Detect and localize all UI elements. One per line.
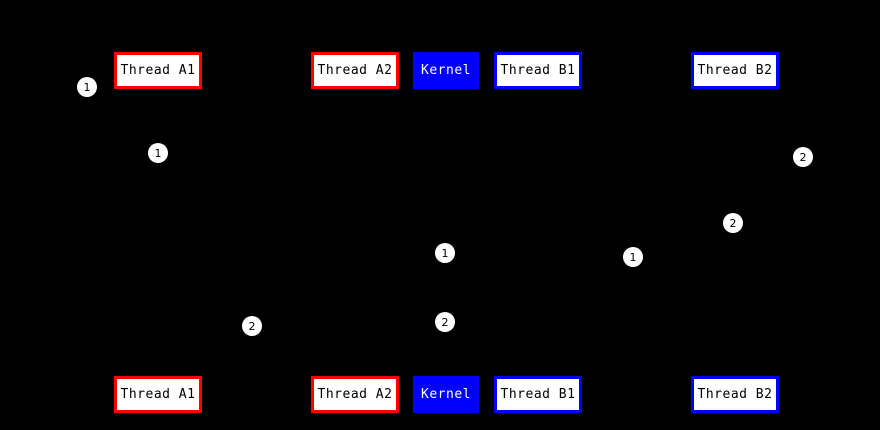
message-kernel-to-thread-a1 (158, 324, 446, 325)
step-marker-2: 2 (723, 213, 743, 233)
participant-label: Kernel (421, 63, 471, 78)
step-marker-1: 1 (435, 243, 455, 263)
lifeline-thread-a1 (158, 89, 159, 376)
participant-thread-a1-top[interactable]: Thread A1 (114, 52, 202, 89)
step-marker-1: 1 (77, 77, 97, 97)
lifeline-thread-b1 (538, 89, 539, 376)
participant-thread-b1-bottom[interactable]: Thread B1 (494, 376, 582, 413)
participant-thread-a2-bottom[interactable]: Thread A2 (311, 376, 399, 413)
participant-thread-b1-top[interactable]: Thread B1 (494, 52, 582, 89)
participant-label: Thread A2 (317, 63, 393, 78)
participant-thread-a2-top[interactable]: Thread A2 (311, 52, 399, 89)
message-kernel-to-thread-b1 (446, 255, 538, 256)
participant-kernel-bottom[interactable]: Kernel (413, 376, 479, 413)
step-marker-1: 1 (148, 143, 168, 163)
step-marker-2: 2 (435, 312, 455, 332)
step-marker-2: 2 (242, 316, 262, 336)
lifeline-thread-a2 (355, 89, 356, 376)
participant-kernel-top[interactable]: Kernel (413, 52, 479, 89)
participant-label: Thread B2 (697, 63, 773, 78)
participant-thread-b2-bottom[interactable]: Thread B2 (691, 376, 779, 413)
participant-label: Thread A1 (120, 387, 196, 402)
participant-label: Thread B2 (697, 387, 773, 402)
participant-label: Thread A1 (120, 63, 196, 78)
participant-label: Thread A2 (317, 387, 393, 402)
participant-label: Thread B1 (500, 387, 576, 402)
message-thread-a1-to-kernel (158, 153, 446, 154)
participant-label: Thread B1 (500, 63, 576, 78)
participant-thread-a1-bottom[interactable]: Thread A1 (114, 376, 202, 413)
message-kernel-to-thread-b2 (446, 223, 735, 224)
step-marker-2: 2 (793, 147, 813, 167)
lifeline-kernel (446, 89, 447, 376)
message-thread-b2-to-kernel (446, 157, 735, 158)
step-marker-1: 1 (623, 247, 643, 267)
participant-thread-b2-top[interactable]: Thread B2 (691, 52, 779, 89)
participant-label: Kernel (421, 387, 471, 402)
